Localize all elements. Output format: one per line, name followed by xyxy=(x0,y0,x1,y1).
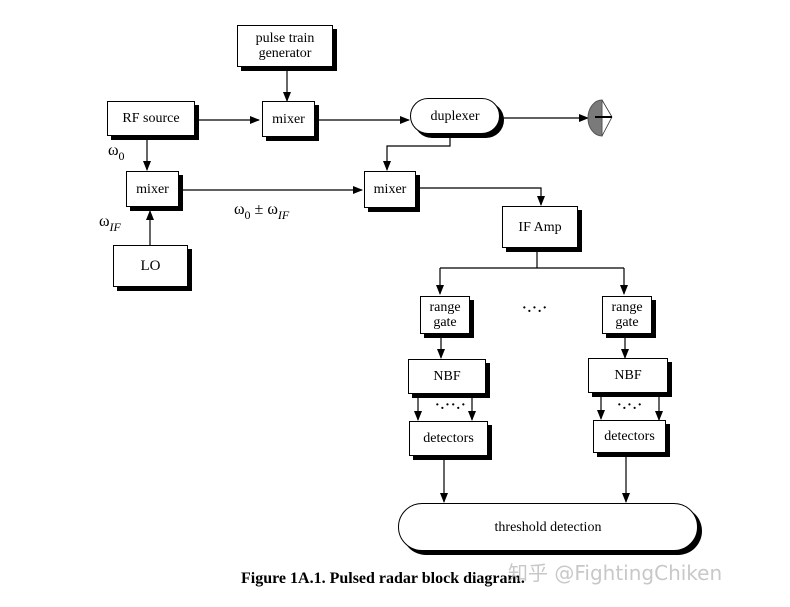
range-gate-block-n: range gate xyxy=(602,296,652,334)
omega0-pm-omegaif-label: ω0 ± ωIF xyxy=(234,201,290,222)
duplexer-block: duplexer xyxy=(410,98,500,134)
range-gate-block-1: range gate xyxy=(420,296,470,334)
omega-symbol: ω xyxy=(99,213,110,230)
watermark: 知乎 @FightingChiken xyxy=(508,561,723,585)
subscript-if: IF xyxy=(277,208,290,222)
threshold-detection-block: threshold detection xyxy=(398,503,698,551)
detectors-block-1: detectors xyxy=(409,421,488,456)
dish-antenna-icon xyxy=(587,99,613,137)
omega0-label: ω0 xyxy=(108,142,125,163)
plus-minus-symbol: ± xyxy=(250,201,268,218)
subscript-0: 0 xyxy=(244,208,251,222)
figure-caption: Figure 1A.1. Pulsed radar block diagram. xyxy=(241,570,525,587)
lo-mixer-block: mixer xyxy=(126,171,179,207)
detectors-block-n: detectors xyxy=(593,420,666,453)
if-amp-block: IF Amp xyxy=(502,206,578,248)
receive-mixer-block: mixer xyxy=(364,171,416,208)
arrow-duplexer-to-rxmixer xyxy=(383,136,451,171)
lo-block: LO xyxy=(113,245,188,287)
nbfn-ellipsis: ·.·.· xyxy=(617,398,644,413)
nbf-block-1: NBF xyxy=(408,359,486,394)
pulse-train-generator-block: pulse train generator xyxy=(237,25,333,67)
nbf-block-n: NBF xyxy=(588,358,668,393)
subscript-0: 0 xyxy=(118,149,125,163)
arrow-rxmixer-to-ifamp xyxy=(416,187,545,206)
omega-symbol: ω xyxy=(108,142,119,159)
omega-symbol: ω xyxy=(267,201,278,218)
subscript-if: IF xyxy=(109,220,121,234)
rf-source-block: RF source xyxy=(107,101,195,136)
nbf1-ellipsis: ·.··.· xyxy=(435,398,467,413)
omega-symbol: ω xyxy=(234,201,245,218)
omegaif-label: ωIF xyxy=(99,213,121,234)
range-gate-ellipsis: ·.·.· xyxy=(522,301,549,316)
transmit-mixer-block: mixer xyxy=(262,101,315,137)
